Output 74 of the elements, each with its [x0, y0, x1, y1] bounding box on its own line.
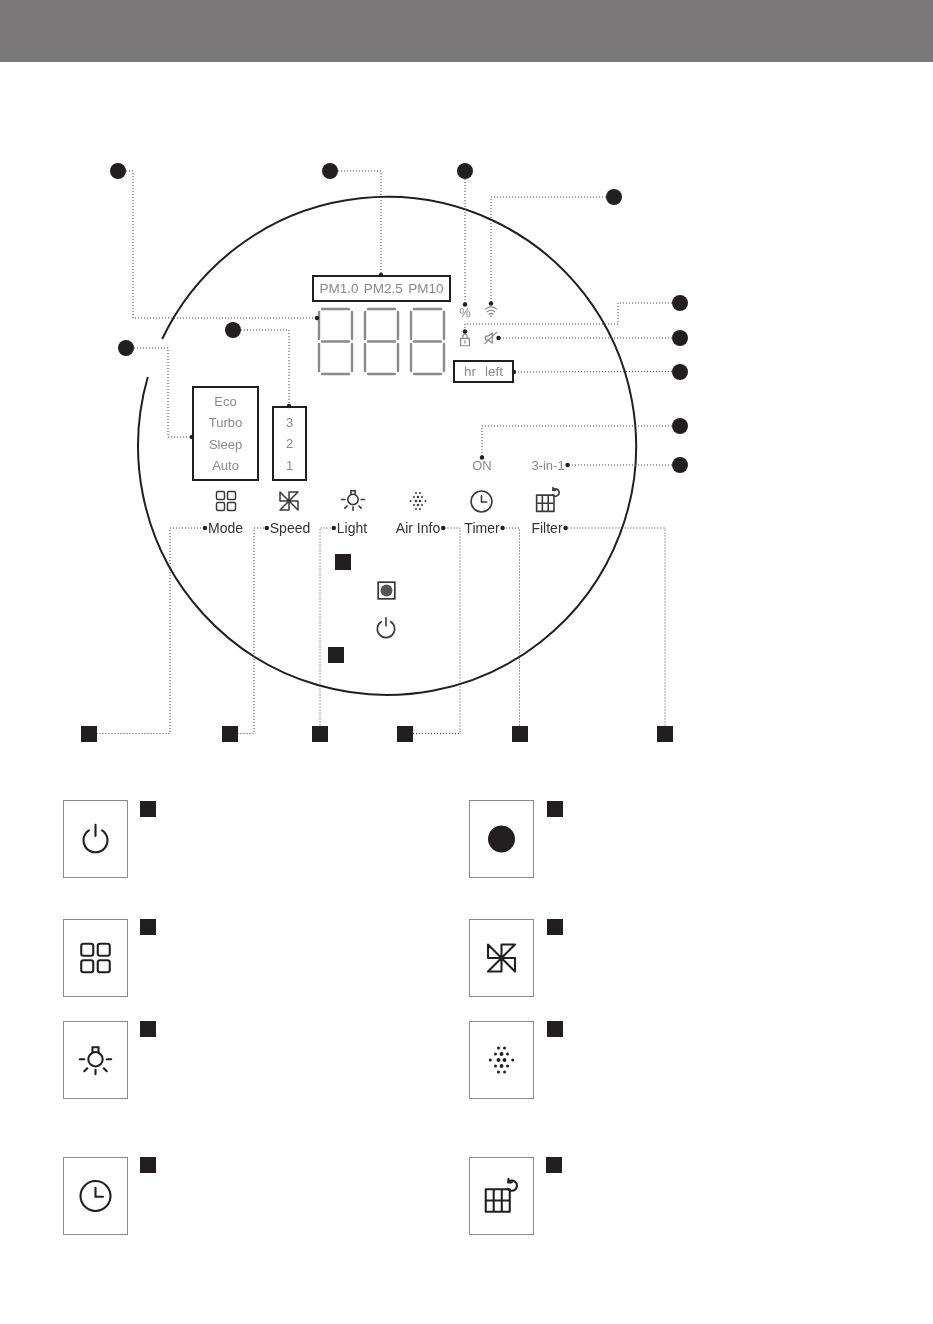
control-label: Air Info	[392, 520, 444, 536]
indicator-label: PM2.5	[363, 281, 403, 296]
callout-marker	[606, 189, 622, 205]
leader-line	[96, 525, 208, 734]
callout-marker	[672, 457, 688, 473]
indicator-label: PM1.0	[319, 281, 359, 296]
leader-line	[240, 329, 292, 409]
indicator-frame	[453, 360, 514, 383]
indicator-label: hr	[464, 364, 476, 379]
muted-speaker-icon	[483, 330, 499, 346]
callout-marker	[397, 725, 413, 742]
mode-indicator-label: Eco	[214, 394, 237, 410]
callout-marker	[672, 330, 688, 346]
control-label: Speed	[266, 520, 314, 536]
seven-segment-display	[317, 307, 447, 376]
callout-marker	[118, 340, 134, 356]
callout-marker	[511, 725, 528, 742]
indicator-label: ON	[469, 457, 495, 473]
callout-marker	[547, 1021, 563, 1037]
leader-line	[133, 347, 195, 440]
callout-marker	[322, 163, 338, 179]
callout-marker	[545, 1156, 562, 1173]
indicator-label: left	[485, 364, 503, 379]
callout-marker	[110, 163, 126, 179]
callout-marker	[139, 1021, 156, 1037]
speed-level-label: 2	[285, 436, 294, 451]
leader-line	[511, 369, 673, 375]
indicator-frame	[272, 406, 307, 481]
leader-line	[488, 196, 607, 306]
callout-marker	[457, 163, 473, 179]
leader-line	[563, 525, 666, 726]
control-label: Filter	[528, 520, 566, 536]
padlock-icon	[457, 331, 473, 347]
callout-marker	[672, 295, 688, 311]
callout-marker	[547, 919, 563, 935]
mode-indicator-label: Auto	[212, 457, 239, 473]
leader-line	[565, 462, 673, 468]
control-label: Timer	[461, 520, 503, 536]
mode-indicator-label: Turbo	[208, 415, 243, 431]
indicator-label: %	[456, 304, 474, 320]
speed-level-label: 3	[285, 414, 294, 430]
control-label: Mode	[205, 520, 246, 536]
leader-line	[237, 525, 269, 734]
indicator-label: PM10	[408, 281, 444, 296]
callout-marker	[139, 1156, 156, 1173]
leader-line	[462, 302, 673, 334]
mode-indicator-label: Sleep	[208, 436, 243, 452]
leader-line	[319, 525, 336, 726]
leader-line	[412, 525, 461, 734]
leader-line	[500, 525, 520, 726]
callout-marker	[312, 725, 328, 742]
leader-line	[479, 425, 673, 460]
callout-marker	[657, 725, 673, 742]
indicator-frame	[312, 275, 451, 302]
leader-line	[496, 335, 673, 341]
control-panel-outline	[137, 196, 637, 696]
callout-marker	[139, 919, 156, 935]
callout-marker	[547, 800, 563, 817]
wifi-icon	[483, 303, 499, 319]
leader-line	[462, 178, 468, 307]
leader-line	[337, 170, 384, 278]
indicator-label: 3-in-1	[528, 457, 568, 473]
callout-marker	[225, 322, 241, 338]
leader-line	[125, 170, 320, 321]
callout-marker	[139, 800, 156, 817]
callout-marker	[335, 554, 351, 570]
callout-marker	[328, 647, 344, 663]
control-label: Light	[333, 520, 371, 536]
speed-level-label: 1	[285, 457, 294, 473]
callout-marker	[672, 418, 688, 434]
indicator-frame	[192, 386, 259, 481]
callout-marker	[672, 364, 688, 380]
callout-marker	[221, 725, 238, 742]
callout-marker	[80, 725, 97, 742]
